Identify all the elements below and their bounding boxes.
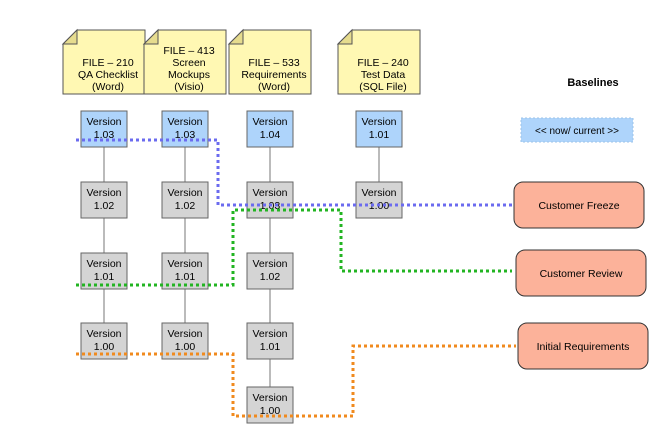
version-number: 1.03	[94, 129, 115, 141]
baseline-customer-review: Customer Review	[515, 249, 647, 297]
version-label: Version	[252, 187, 287, 199]
version-label: Version	[252, 258, 287, 270]
baseline-line-customer-review	[76, 208, 512, 287]
version-label: Version	[361, 187, 396, 199]
version-label: Version	[167, 187, 202, 199]
version-label: Version	[361, 116, 396, 128]
version-number: 1.00	[260, 405, 281, 417]
version-connectors	[103, 147, 380, 387]
baseline-initial-requirements: Initial Requirements	[517, 322, 649, 370]
file-note-text: FILE – 533	[248, 57, 300, 69]
version-label: Version	[86, 258, 121, 270]
baselines-title: Baselines	[567, 77, 619, 89]
version-boxes: Version1.03Version1.02Version1.01Version…	[80, 110, 403, 424]
version-number: 1.01	[369, 129, 390, 141]
file-note-text: (Visio)	[174, 81, 204, 93]
file-note-text: (SQL File)	[359, 81, 406, 93]
version-number: 1.00	[175, 341, 196, 353]
file-note-text: (Word)	[258, 81, 290, 93]
version-label: Version	[252, 392, 287, 404]
version-label: Version	[167, 328, 202, 340]
version-number: 1.01	[94, 271, 115, 283]
version-label: Version	[86, 187, 121, 199]
file-note-text: Requirements	[241, 69, 306, 81]
version-label: Version	[86, 116, 121, 128]
file-note-text: FILE – 413	[163, 45, 215, 57]
version-number: 1.02	[175, 200, 196, 212]
version-number: 1.03	[175, 129, 196, 141]
file-note-text: Mockups	[168, 69, 210, 81]
baseline-label: Customer Review	[540, 268, 623, 280]
baseline-customer-freeze: Customer Freeze	[513, 181, 645, 229]
version-number: 1.04	[260, 129, 281, 141]
file-note-text: QA Checklist	[78, 69, 138, 81]
baseline-labels: << now/ current >> Customer FreezeCustome…	[513, 117, 649, 370]
baseline-lines	[76, 138, 516, 418]
version-label: Version	[252, 328, 287, 340]
version-number: 1.01	[175, 271, 196, 283]
now-current-label: << now/ current >>	[535, 126, 619, 137]
file-note-text: (Word)	[92, 81, 124, 93]
version-label: Version	[252, 116, 287, 128]
version-label: Version	[167, 258, 202, 270]
version-number: 1.02	[94, 200, 115, 212]
now-current-box: << now/ current >>	[520, 117, 634, 143]
file-note-text: Screen	[172, 57, 205, 69]
baseline-line-customer-freeze	[76, 138, 512, 207]
baseline-label: Customer Freeze	[538, 200, 619, 212]
file-note-text: Test Data	[361, 69, 406, 81]
version-label: Version	[167, 116, 202, 128]
file-note-text: FILE – 240	[357, 57, 409, 69]
baseline-label: Initial Requirements	[537, 341, 630, 353]
version-label: Version	[86, 328, 121, 340]
file-note-text: FILE – 210	[82, 57, 134, 69]
version-number: 1.01	[260, 341, 281, 353]
baseline-line-initial-requirements	[76, 344, 516, 418]
version-number: 1.00	[94, 341, 115, 353]
version-number: 1.02	[260, 271, 281, 283]
